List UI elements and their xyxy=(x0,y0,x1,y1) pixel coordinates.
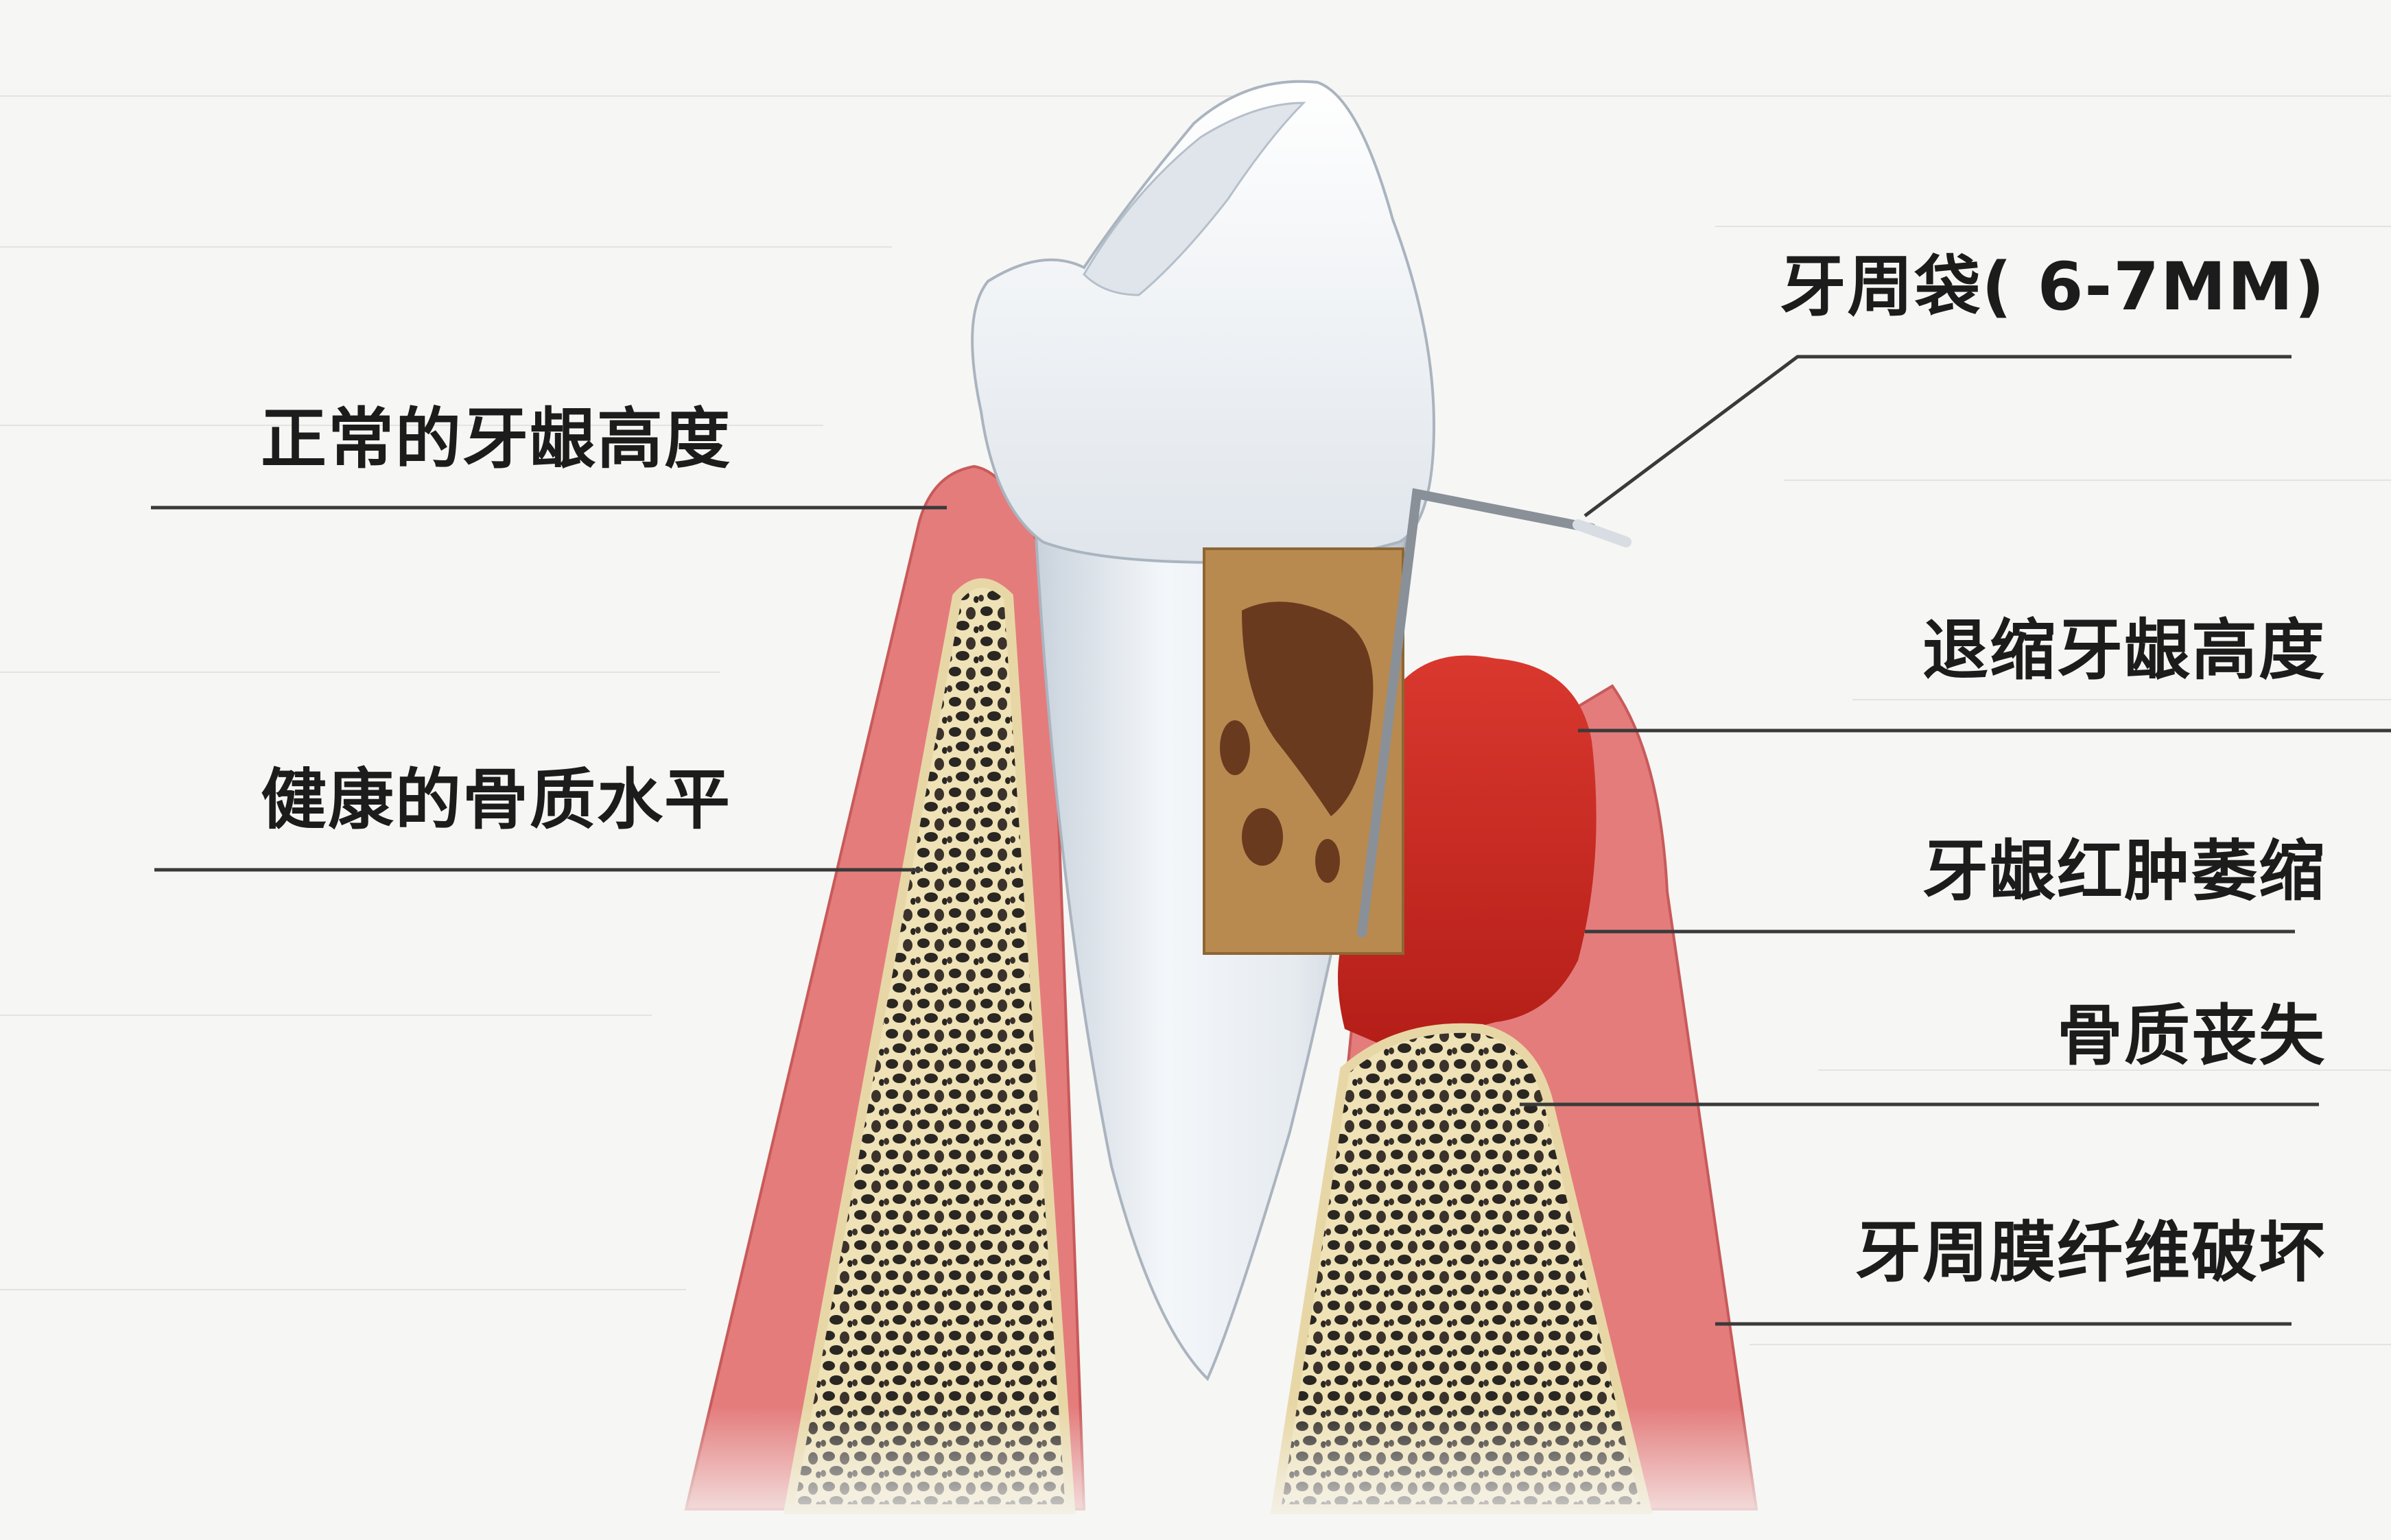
label-gum-swelling-atrophy: 牙龈红肿萎缩 xyxy=(1922,833,2326,910)
decay-spot xyxy=(1242,808,1283,866)
healthy-bone xyxy=(783,578,1076,1514)
label-normal-gum-height: 正常的牙龈高度 xyxy=(261,401,731,477)
decay-area xyxy=(1242,602,1374,816)
background-texture xyxy=(0,95,2391,1345)
leader-line-periodontal-pocket xyxy=(1583,355,2292,518)
decay-spot xyxy=(1220,720,1250,775)
label-healthy-bone-level: 健康的骨质水平 xyxy=(261,761,731,838)
tooth-crown xyxy=(971,80,1436,565)
receded-bone xyxy=(1270,1023,1653,1514)
periodontal-probe-tip xyxy=(1573,519,1632,547)
label-periodontal-pocket: 牙周袋( 6-7MM) xyxy=(1780,248,2326,325)
label-receded-gum-height: 退缩牙龈高度 xyxy=(1922,612,2326,689)
tooth-crown-incisal-edge xyxy=(1083,102,1306,296)
label-periodontal-fiber-damage: 牙周膜纤维破坏 xyxy=(1855,1214,2326,1291)
label-bone-loss: 骨质丧失 xyxy=(2057,997,2326,1074)
periodontal-probe xyxy=(1357,488,1597,938)
leader-lines xyxy=(151,355,2391,1326)
decay-spot xyxy=(1315,839,1340,883)
